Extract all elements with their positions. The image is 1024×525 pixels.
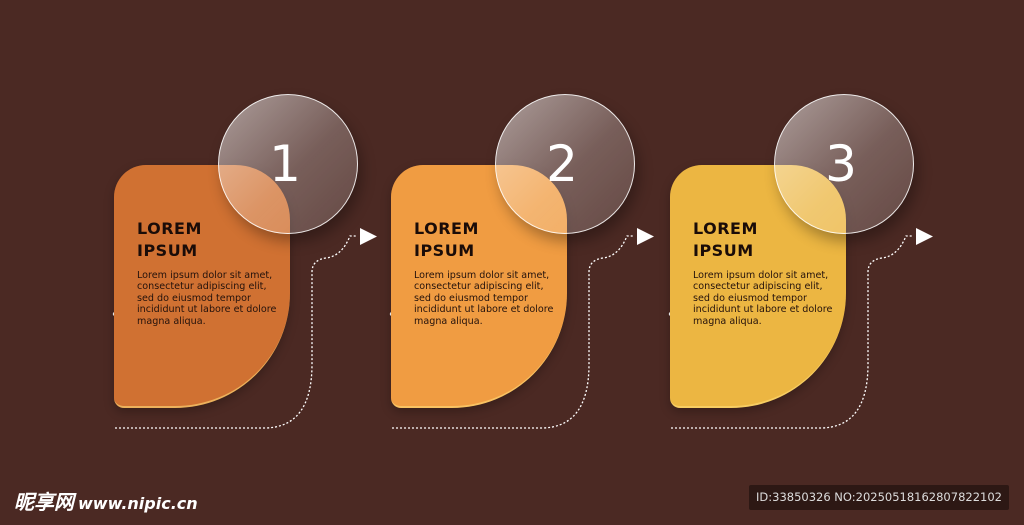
- step-number-badge: 1: [218, 94, 358, 234]
- step-title: LOREM IPSUM: [693, 219, 758, 260]
- watermark-site: 昵享网: [14, 490, 74, 514]
- step-description: Lorem ipsum dolor sit amet, consectetur …: [693, 270, 833, 327]
- step-number-badge: 3: [774, 94, 914, 234]
- step-description: Lorem ipsum dolor sit amet, consectetur …: [414, 270, 554, 327]
- step-number: 2: [546, 135, 578, 193]
- watermark-url: www.nipic.cn: [78, 494, 198, 513]
- arrow-right-icon: [916, 228, 933, 245]
- step-2: LOREM IPSUM Lorem ipsum dolor sit amet, …: [389, 0, 661, 440]
- step-title: LOREM IPSUM: [137, 219, 202, 260]
- step-number-badge: 2: [495, 94, 635, 234]
- step-1: LOREM IPSUM Lorem ipsum dolor sit amet, …: [112, 0, 384, 440]
- image-id-label: ID:33850326 NO:20250518162807822102: [749, 485, 1009, 510]
- step-3: LOREM IPSUM Lorem ipsum dolor sit amet, …: [668, 0, 940, 440]
- step-number: 1: [269, 135, 301, 193]
- step-number: 3: [825, 135, 857, 193]
- arrow-right-icon: [360, 228, 377, 245]
- step-title: LOREM IPSUM: [414, 219, 479, 260]
- arrow-right-icon: [637, 228, 654, 245]
- step-description: Lorem ipsum dolor sit amet, consectetur …: [137, 270, 277, 327]
